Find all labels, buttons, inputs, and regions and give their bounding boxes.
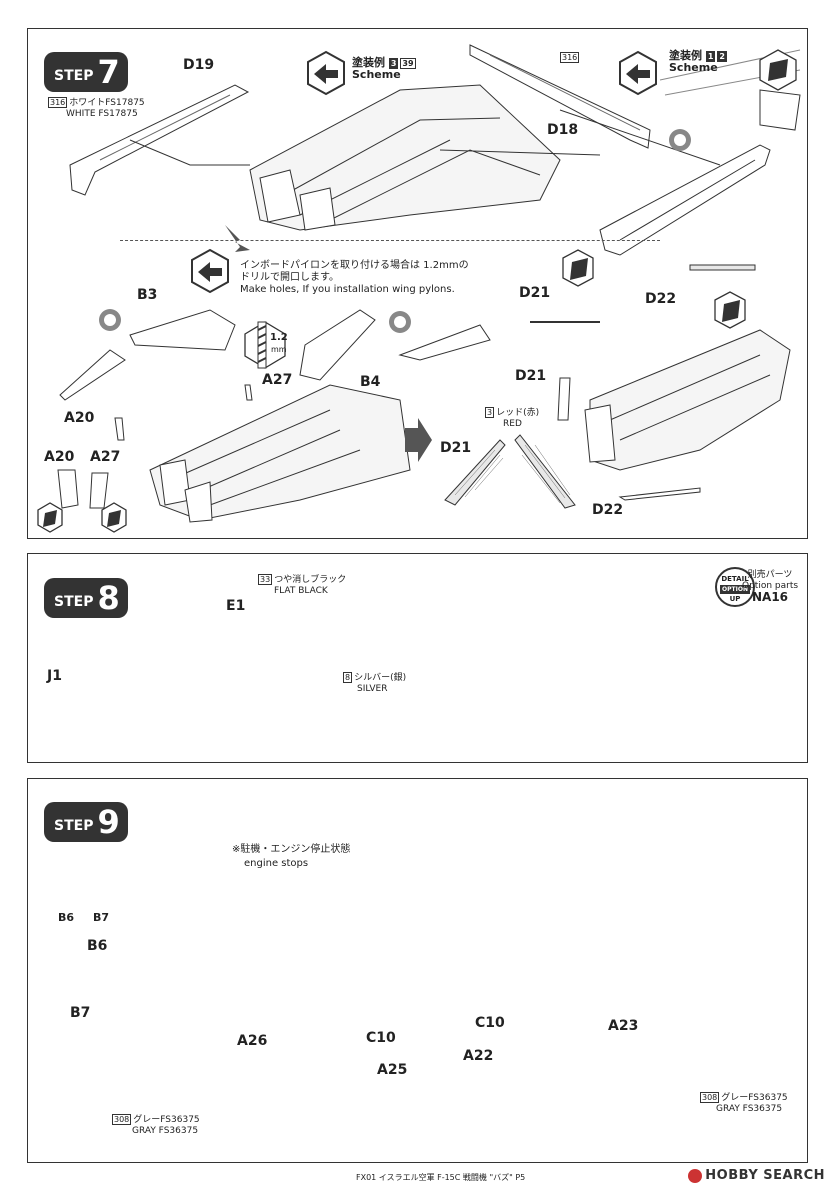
flat-black-en: FLAT BLACK	[274, 586, 328, 596]
label-d22-bottom: D22	[592, 502, 624, 518]
label-c10: C10	[366, 1030, 396, 1046]
label-b3: B3	[137, 287, 158, 303]
scheme-a-num2: 39	[400, 57, 416, 69]
option-parts-note: 別売パーツ Option parts NA16	[742, 570, 798, 605]
scheme-a-prefix: 塗装例	[352, 56, 385, 69]
scheme-b-caption: Scheme	[669, 60, 718, 74]
label-d19: D19	[183, 57, 215, 73]
part-b4-drawing	[299, 309, 376, 381]
step-8-word: STEP	[54, 594, 94, 610]
watermark: HOBBY SEARCH	[688, 1168, 825, 1183]
step-8-panel	[27, 553, 808, 763]
part-d18-drawing	[469, 44, 651, 149]
drill-note-jp2: ドリルで開口します。	[240, 272, 339, 283]
label-b7: B7	[70, 1005, 91, 1021]
watermark-text: HOBBY SEARCH	[705, 1168, 825, 1183]
label-b6-small: B6	[58, 911, 75, 924]
drill-note-en: Make holes, If you installation wing pyl…	[240, 284, 455, 295]
paint-code-8: 8	[343, 672, 353, 683]
paint-code-316: 316	[48, 97, 68, 108]
label-d21-bottom: D21	[440, 440, 472, 456]
engine-note-en: engine stops	[244, 858, 309, 869]
paint-code-308-left: 308	[112, 1114, 132, 1125]
drill-note: インボードパイロンを取り付ける場合は 1.2mmの ドリルで開口します。 Mak…	[240, 260, 469, 296]
white-paint-en: WHITE FS17875	[66, 109, 138, 119]
option-parts-code: NA16	[752, 590, 789, 604]
label-a22: A22	[463, 1048, 494, 1064]
part-d19-drawing	[69, 84, 250, 196]
scheme-b-num2: 2	[717, 50, 727, 62]
label-a26: A26	[237, 1033, 268, 1049]
step-7-separator	[120, 240, 660, 241]
label-d22-top: D22	[645, 291, 677, 307]
label-d21-mid: D21	[515, 368, 547, 384]
option-parts-en: Option parts	[742, 581, 799, 591]
gray-left-jp: グレーFS36375	[133, 1115, 200, 1125]
detail-badge-line2: OPTION	[720, 585, 750, 594]
red-paint-en: RED	[503, 419, 522, 429]
engine-note-jp: ※駐機・エンジン停止状態	[232, 844, 351, 855]
label-d18: D18	[547, 122, 579, 138]
drill-size: 1.2	[270, 332, 288, 343]
wing-right-drawing	[599, 144, 771, 256]
label-b7-small: B7	[93, 911, 110, 924]
paint-code-33: 33	[258, 574, 273, 585]
label-e1: E1	[226, 598, 246, 614]
scheme-a-caption: Scheme	[352, 67, 401, 81]
label-j1: J1	[47, 668, 62, 684]
d18-paint-code: 316	[560, 52, 581, 64]
drill-note-jp1: インボードパイロンを取り付ける場合は 1.2mmの	[240, 260, 469, 271]
fuselage-lower-drawing	[149, 384, 411, 521]
watermark-logo-icon	[688, 1168, 703, 1183]
page-footer: FX01 イスラエル空軍 F-15C 戦闘機 "バズ" P5	[356, 1173, 526, 1182]
step-7-number: 7	[97, 53, 120, 91]
part-b3-drawing	[129, 309, 236, 351]
detail-badge-line1: DETAIL	[721, 575, 749, 583]
gray-right-jp: グレーFS36375	[721, 1093, 788, 1103]
paint-code-3: 3	[485, 407, 495, 418]
paint-code-316-d18: 316	[560, 52, 580, 63]
scheme-b-prefix: 塗装例	[669, 49, 702, 62]
detail-badge-line3: UP	[729, 595, 741, 603]
drill-unit: mm	[271, 345, 287, 354]
label-b4: B4	[360, 374, 381, 390]
silver-jp: シルバー(銀)	[354, 673, 407, 683]
label-a27: A27	[262, 372, 293, 388]
step-9-panel	[27, 778, 808, 1163]
gray-left-en: GRAY FS36375	[132, 1126, 199, 1136]
step-9-word: STEP	[54, 818, 94, 834]
engine-note: ※駐機・エンジン停止状態 engine stops	[232, 843, 350, 871]
white-paint-jp: ホワイトFS17875	[69, 98, 145, 108]
step-7-word: STEP	[54, 68, 94, 84]
step-8-number: 8	[97, 579, 120, 617]
step-7-badge: STEP 7	[44, 52, 128, 92]
detail-up-badge: DETAIL OPTION UP	[715, 567, 755, 607]
label-b6: B6	[87, 938, 108, 954]
paint-code-308-right: 308	[700, 1092, 720, 1103]
flat-black-jp: つや消しブラック	[274, 575, 347, 585]
label-c10-right: C10	[475, 1015, 505, 1031]
step-9-badge: STEP 9	[44, 802, 128, 842]
label-a23: A23	[608, 1018, 639, 1034]
step-8-badge: STEP 8	[44, 578, 128, 618]
label-a20: A20	[64, 410, 95, 426]
label-a20-small: A20	[44, 449, 75, 465]
label-d21-top: D21	[519, 285, 551, 301]
fuselage-right-drawing	[589, 329, 791, 471]
step-9-number: 9	[97, 803, 120, 841]
silver-en: SILVER	[357, 684, 388, 694]
label-a27-small: A27	[90, 449, 121, 465]
red-paint-jp: レッド(赤)	[496, 408, 540, 418]
gray-right-en: GRAY FS36375	[716, 1104, 783, 1114]
label-a25: A25	[377, 1062, 408, 1078]
option-parts-jp: 別売パーツ	[747, 570, 793, 580]
